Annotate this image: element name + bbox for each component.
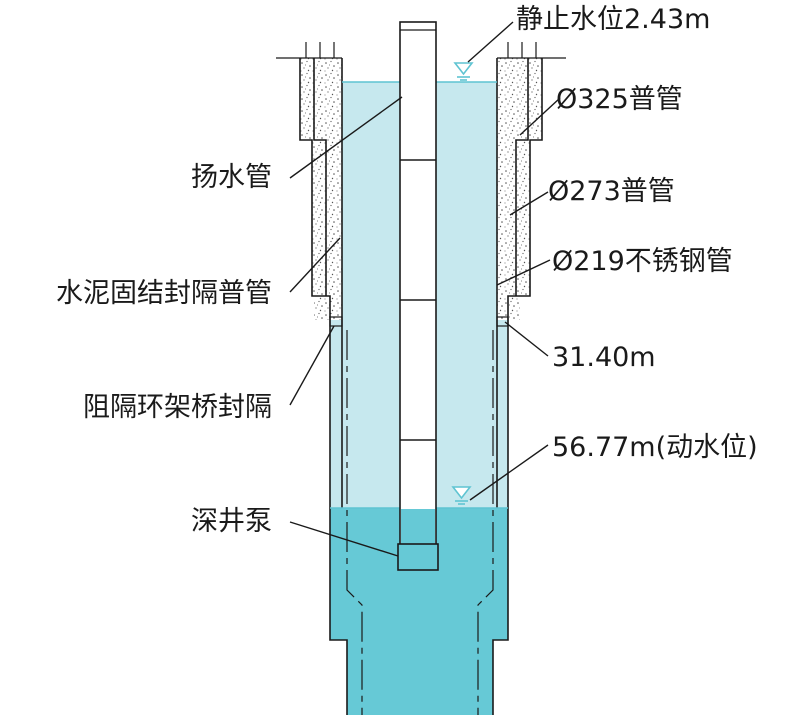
label-riser-pipe: 扬水管: [191, 162, 272, 193]
dynamic-level-marker-icon: [451, 486, 472, 505]
bridge-seal-left: [329, 316, 343, 327]
screen-dash-left: [346, 330, 363, 715]
label-pipe-325: Ø325普管: [556, 84, 683, 115]
label-static-level: 静止水位2.43m: [516, 4, 710, 35]
label-pump: 深井泵: [191, 506, 272, 537]
leader-cement: [289, 237, 341, 293]
leader-pipe-219: [496, 259, 551, 286]
leader-pump: [289, 521, 399, 557]
cement-fill-left: [300, 58, 342, 320]
casing-273-left: [313, 58, 327, 296]
leader-depth: [504, 321, 549, 357]
label-depth: 31.40m: [552, 342, 656, 373]
screen-dash-right: [477, 330, 494, 715]
static-level-marker-icon: [453, 62, 474, 81]
leader-riser: [289, 96, 403, 179]
label-dynamic-level: 56.77m(动水位): [552, 432, 758, 463]
label-pipe-273: Ø273普管: [548, 176, 675, 207]
water-deep: [330, 508, 508, 715]
label-bridge-seal: 阻隔环架桥封隔: [83, 392, 272, 423]
casing-273-right: [515, 58, 529, 296]
deep-well-pump: [397, 543, 439, 571]
water-side-right: [497, 320, 508, 508]
label-pipe-219: Ø219不锈钢管: [552, 246, 733, 277]
leader-dynamic-level: [469, 444, 549, 501]
outer-casing-right: [492, 58, 543, 715]
outer-casing-left: [299, 58, 348, 715]
bridge-seal-right: [496, 316, 509, 327]
leader-pipe-273: [509, 191, 549, 216]
label-cement-seal: 水泥固结封隔普管: [56, 278, 272, 309]
leader-static-level: [467, 21, 514, 63]
cement-fill-right: [497, 58, 542, 320]
leader-pipe-325: [519, 97, 561, 136]
leader-bridge: [289, 325, 335, 406]
riser-pipe: [399, 21, 437, 548]
water-side-left: [330, 320, 342, 508]
